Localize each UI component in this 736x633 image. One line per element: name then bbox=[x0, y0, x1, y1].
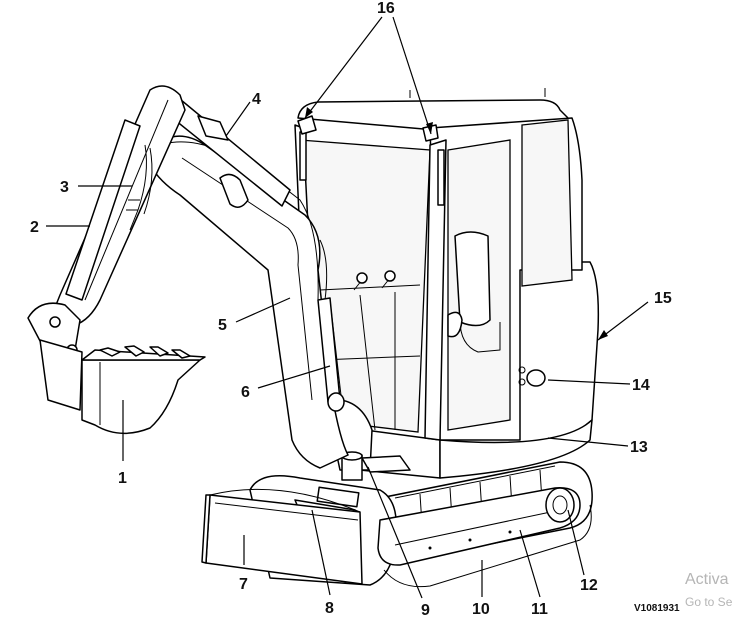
callout-6: 6 bbox=[241, 384, 250, 401]
rear-window bbox=[521, 119, 573, 287]
callout-8: 8 bbox=[325, 600, 334, 617]
bucket bbox=[27, 302, 206, 434]
callout-10: 10 bbox=[472, 601, 490, 618]
bucket-cylinder bbox=[65, 119, 141, 301]
reference-code: V1081931 bbox=[634, 603, 680, 614]
callout-14: 14 bbox=[632, 377, 650, 394]
operator-seat bbox=[454, 231, 491, 327]
callout-3: 3 bbox=[60, 179, 69, 196]
callout-5: 5 bbox=[218, 317, 227, 334]
drive-motor bbox=[545, 487, 575, 523]
callout-16: 16 bbox=[377, 0, 395, 17]
dozer-blade bbox=[201, 488, 363, 585]
boom bbox=[149, 135, 349, 469]
callout-labels: 1 2 3 4 5 6 7 8 9 10 11 12 13 14 15 16 bbox=[30, 0, 672, 619]
callout-4: 4 bbox=[252, 91, 261, 108]
callout-7: 7 bbox=[239, 576, 248, 593]
leader-lines bbox=[46, 16, 649, 599]
callout-15: 15 bbox=[654, 290, 672, 307]
cab bbox=[294, 88, 600, 479]
callout-9: 9 bbox=[421, 602, 430, 619]
dipper-arm bbox=[51, 85, 291, 326]
activation-watermark-line2: Go to Se bbox=[685, 595, 733, 609]
callout-11: 11 bbox=[531, 601, 548, 618]
callout-1: 1 bbox=[118, 470, 127, 487]
callout-2: 2 bbox=[30, 219, 39, 236]
callout-12: 12 bbox=[580, 577, 598, 594]
activation-watermark-line1: Activa bbox=[685, 571, 729, 588]
callout-13: 13 bbox=[630, 439, 648, 456]
fuel-cap bbox=[526, 369, 546, 387]
track-frame bbox=[377, 487, 581, 566]
work-light-left bbox=[297, 115, 317, 135]
